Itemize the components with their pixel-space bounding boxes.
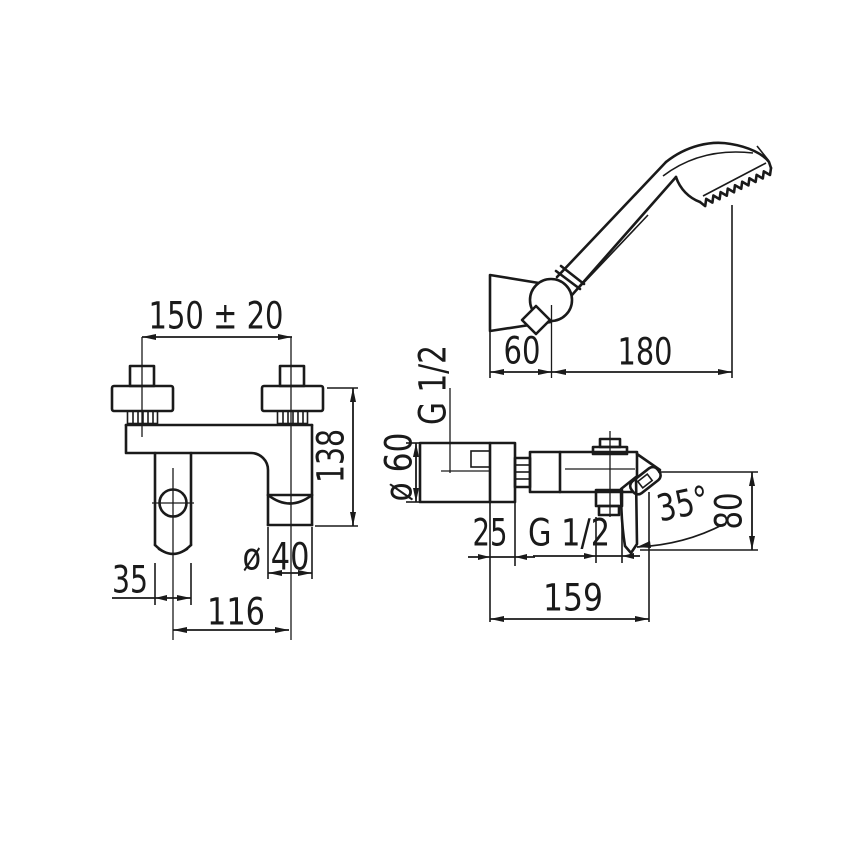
mixer-body-side bbox=[528, 437, 662, 555]
dim-label-span: 150 ± 20 bbox=[149, 295, 284, 338]
dimension-valve-width: 35 bbox=[112, 559, 192, 605]
mixer-body-front bbox=[124, 423, 314, 556]
wall-holder bbox=[488, 264, 586, 336]
front-view: 150 ± 20 138 ø 40 35 116 bbox=[110, 295, 358, 640]
dim-label-flange-depth: 25 bbox=[473, 512, 508, 555]
dimension-reach: 159 bbox=[490, 577, 649, 622]
thread-ribs-right bbox=[276, 410, 309, 425]
dimension-flange-depth: 25 bbox=[468, 488, 535, 622]
shower-head bbox=[662, 141, 773, 208]
dim-label-spout-angle: 35° bbox=[653, 478, 713, 531]
dimension-height: 138 bbox=[310, 387, 358, 527]
dim-label-height: 138 bbox=[310, 429, 353, 483]
dimension-spout-offset: 116 bbox=[173, 591, 289, 634]
dimension-hose-thread: G 1/2 bbox=[528, 512, 640, 563]
dim-label-flange-diameter: ø 60 bbox=[378, 433, 421, 502]
dimension-head-length: 180 bbox=[552, 331, 732, 375]
dim-label-inlet-thread: G 1/2 bbox=[412, 345, 455, 425]
dim-label-holder-depth: 60 bbox=[504, 330, 541, 373]
dim-label-spout-diameter: ø 40 bbox=[243, 536, 310, 579]
side-view: G 1/2 ø 60 25 G 1/2 bbox=[378, 345, 758, 622]
dim-label-head-length: 180 bbox=[618, 331, 673, 374]
dimension-flange-diameter: ø 60 bbox=[378, 433, 421, 503]
lever-handle bbox=[628, 465, 662, 496]
inlet-unions bbox=[110, 364, 325, 425]
hand-shower-view: 60 180 bbox=[488, 141, 773, 378]
spray-face-serration bbox=[698, 166, 773, 208]
thread-ribs-left bbox=[126, 410, 159, 425]
dimension-spout-drop: 80 bbox=[640, 471, 758, 551]
dim-label-spout-offset: 116 bbox=[207, 591, 265, 634]
dim-label-reach: 159 bbox=[543, 577, 603, 620]
dimension-span: 150 ± 20 bbox=[142, 295, 292, 340]
adjusting-ribs bbox=[513, 456, 532, 489]
wall-flange bbox=[418, 441, 517, 504]
dimension-spout-diameter: ø 40 bbox=[243, 527, 313, 579]
holder-nub bbox=[520, 304, 552, 336]
dimension-holder-depth: 60 bbox=[489, 205, 733, 378]
dim-label-spout-drop: 80 bbox=[708, 493, 751, 530]
label-inlet-thread: G 1/2 bbox=[412, 345, 455, 425]
dim-label-hose-thread: G 1/2 bbox=[528, 512, 610, 555]
side-centerlines bbox=[441, 388, 635, 517]
shower-handle bbox=[555, 160, 678, 297]
dim-label-valve-width: 35 bbox=[112, 559, 148, 602]
dimension-spout-angle: 35° bbox=[636, 478, 725, 622]
